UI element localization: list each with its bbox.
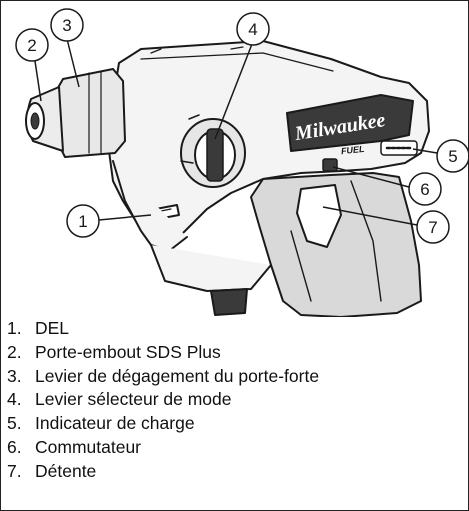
legend-number: 4. <box>7 389 22 410</box>
callout-1-circle <box>66 204 100 238</box>
callout-2-circle <box>15 28 49 62</box>
legend-number: 5. <box>7 413 22 434</box>
legend-label: Indicateur de charge <box>35 413 195 434</box>
legend-number: 6. <box>7 436 22 457</box>
rotary-hammer-illustration: Milwaukee FUEL 1 2 3 4 5 <box>15 8 468 317</box>
callout-3-number: 3 <box>62 16 71 35</box>
legend-label: Commutateur <box>35 436 142 457</box>
callout-5-number: 5 <box>448 147 457 166</box>
callout-4-circle <box>236 12 270 46</box>
callout-2-number: 2 <box>27 36 36 55</box>
legend-item-switch: 6. Commutateur <box>7 436 462 460</box>
series-badge: FUEL <box>340 144 364 156</box>
legend-item-release-lever: 3. Levier de dégagement du porte-forte <box>7 365 462 389</box>
callout-6-number: 6 <box>420 180 429 199</box>
callout-7-circle <box>416 210 450 244</box>
legend-label: Porte-embout SDS Plus <box>35 341 221 362</box>
direction-switch <box>322 158 338 172</box>
callout-1-number: 1 <box>78 212 87 231</box>
callout-4-leader <box>214 43 253 140</box>
battery-pack <box>210 288 248 316</box>
callout-3-circle <box>50 8 84 42</box>
chuck-release-collar <box>54 68 126 158</box>
brand-panel <box>286 94 414 152</box>
callout-5-circle <box>436 139 468 173</box>
callout-7-number: 7 <box>428 218 437 237</box>
legend-item-charge-indicator: 5. Indicateur de charge <box>7 412 462 436</box>
legend-label: Détente <box>35 460 97 481</box>
callout-4-number: 4 <box>248 20 257 39</box>
callout-2-leader <box>34 60 42 102</box>
legend-number: 7. <box>7 460 22 481</box>
legend-label: Levier sélecteur de mode <box>35 389 232 410</box>
trigger <box>296 184 342 248</box>
tool-housing <box>108 40 430 240</box>
legend-label: Levier de dégagement du porte-forte <box>35 365 320 386</box>
callout-7-leader <box>322 206 418 226</box>
parts-legend: 1. DEL 2. Porte-embout SDS Plus 3. Levier d… <box>7 317 462 484</box>
legend-number: 2. <box>7 341 22 362</box>
legend-item-bit-holder: 2. Porte-embout SDS Plus <box>7 341 462 365</box>
callout-5-leader <box>412 148 438 154</box>
legend-number: 3. <box>7 365 22 386</box>
callout-6-leader <box>332 166 410 188</box>
legend-label: DEL <box>35 318 70 338</box>
legend-item-trigger: 7. Détente <box>7 460 462 484</box>
callout-3-leader <box>66 38 80 88</box>
legend-item-mode-selector: 4. Levier sélecteur de mode <box>7 388 462 412</box>
callout-6-circle <box>408 172 442 206</box>
callout-1-leader <box>98 214 152 221</box>
legend-number: 1. <box>7 318 22 338</box>
mode-selector-lever <box>206 128 224 182</box>
legend-item-led: 1. DEL <box>7 317 462 341</box>
